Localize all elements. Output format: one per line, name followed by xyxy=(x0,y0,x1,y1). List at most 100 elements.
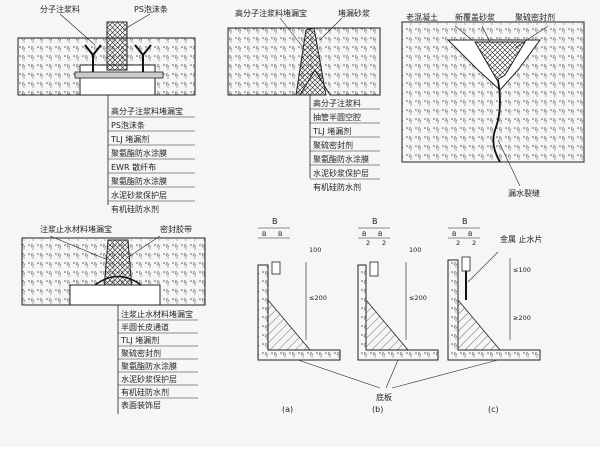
dim-sub: B xyxy=(378,230,382,238)
dim-frac: 2 xyxy=(456,239,460,247)
base-slab-label: 底板 xyxy=(376,392,392,402)
layer-item: 有机硅防水剂 xyxy=(121,387,169,397)
strip-label: PS泡沫条 xyxy=(134,4,168,14)
wall-c xyxy=(447,259,541,361)
section-c: B B B 2 2 金属 止水片 ≤100 ≥200 (c) xyxy=(447,217,543,414)
layer-item: 高分子注浆料堵漏宝 xyxy=(111,106,183,116)
haunch-a xyxy=(267,298,311,351)
dim-200: ≤200 xyxy=(409,294,427,302)
layer-item: 聚氨酯防水涂膜 xyxy=(111,176,167,186)
leader-line xyxy=(59,13,96,46)
grout-nozzle-right xyxy=(134,44,152,72)
layer-item: 高分子注浆料 xyxy=(313,98,361,108)
wall-a xyxy=(257,264,341,361)
layer-item: 聚硫密封剂 xyxy=(313,140,353,150)
leader-line xyxy=(391,359,499,389)
layer-item: PS泡沫条 xyxy=(111,120,145,130)
layer-item: 注浆止水材料堵漏宝 xyxy=(121,309,193,319)
mortar-label: 新覆盖砂浆 xyxy=(455,12,495,22)
grout-wedge xyxy=(295,27,327,96)
leader-line xyxy=(467,251,499,283)
layer-list-2: 高分子注浆料 抽管半圆空腔 TLJ 堵漏剂 聚硫密封剂 聚氨酯防水涂膜 水泥砂浆… xyxy=(310,98,380,192)
layer-item: 聚氨酯防水涂膜 xyxy=(111,148,167,158)
dim-frac: 2 xyxy=(366,239,370,247)
key-c xyxy=(461,256,471,272)
plug-label: 堵漏砂浆 xyxy=(338,8,370,18)
haunch-c xyxy=(457,298,501,351)
concrete-label: 老混凝土 xyxy=(406,12,438,22)
leader-line xyxy=(497,139,521,187)
layer-item: 聚氨酯防水涂膜 xyxy=(121,361,177,371)
sealant-label: 聚硫密封剂 xyxy=(515,12,555,22)
dim-200-ge: ≥200 xyxy=(513,314,531,322)
leader-line xyxy=(481,25,491,43)
base-plate-1 xyxy=(74,71,164,79)
grout-plug-4 xyxy=(103,239,133,291)
layer-item: EWR 散纤布 xyxy=(111,162,156,172)
dim-frac: 2 xyxy=(472,239,476,247)
grout-label: 分子注浆料 xyxy=(40,4,80,14)
dim-200: ≤200 xyxy=(309,294,327,302)
layer-item: 表面装饰层 xyxy=(121,400,161,410)
leader-line xyxy=(122,13,151,31)
caption-a: (a) xyxy=(282,405,293,414)
layer-item: 有机硅防水剂 xyxy=(313,182,361,192)
section-a: B B B 100 ≤200 (a) xyxy=(257,217,341,414)
caption-c: (c) xyxy=(488,405,499,414)
panel-3: 老混凝土 新覆盖砂浆 聚硫密封剂 漏水裂缝 xyxy=(401,12,585,198)
leader-line xyxy=(49,235,109,261)
foam-strip xyxy=(106,21,128,71)
wall-b xyxy=(357,264,439,361)
grout-nozzle-left xyxy=(84,44,102,72)
surface-recess-4 xyxy=(69,284,161,306)
half-round-channel xyxy=(94,275,142,286)
dim-sub: B xyxy=(452,230,456,238)
dim-sub: B xyxy=(362,230,366,238)
layer-item: 聚硫密封剂 xyxy=(121,348,161,358)
caption-b: (b) xyxy=(372,405,383,414)
dim-sub: B xyxy=(468,230,472,238)
layer-item: TLJ 堵漏剂 xyxy=(312,126,351,136)
dim-B: B xyxy=(272,217,278,226)
grout-label: 高分子注浆料堵漏宝 xyxy=(235,8,307,18)
panel-2: 高分子注浆料堵漏宝 堵漏砂浆 高分子注浆料 抽管半圆空腔 TLJ 堵漏剂 聚硫密… xyxy=(227,8,381,192)
layer-item: 半圆长皮通道 xyxy=(121,322,169,332)
leader-line xyxy=(514,25,549,49)
panel-1: 分子注浆料 PS泡沫条 高分子注浆料堵漏宝 PS泡沫条 TLJ 堵漏剂 聚氨酯防… xyxy=(17,4,196,214)
section-b: B B B 2 2 100 ≤200 (b) xyxy=(357,217,439,414)
leader-line xyxy=(279,17,306,51)
layer-list-1: 高分子注浆料堵漏宝 PS泡沫条 TLJ 堵漏剂 聚氨酯防水涂膜 EWR 散纤布 … xyxy=(108,106,195,214)
crack-line xyxy=(492,79,501,163)
layer-item: 水泥砂浆保护层 xyxy=(313,168,369,178)
leader-line xyxy=(297,359,381,389)
layer-item: 水泥砂浆保护层 xyxy=(121,374,177,384)
sealant-label: 密封胶带 xyxy=(160,224,192,234)
leader-line xyxy=(129,235,161,257)
layer-item: TLJ 堵漏剂 xyxy=(110,134,149,144)
polysulfide-sealant xyxy=(474,41,526,81)
leader-line xyxy=(319,17,343,41)
layer-item: 水泥砂浆保护层 xyxy=(111,190,167,200)
dim-100: 100 xyxy=(409,246,421,254)
dim-sub: B xyxy=(278,230,282,238)
dim-B: B xyxy=(462,217,468,226)
dim-B: B xyxy=(372,217,378,226)
panel-4: 注浆止水材料堵漏宝 密封胶带 注浆止水材料堵漏宝 半圆长皮通道 TLJ 堵漏剂 … xyxy=(21,224,206,414)
leader-line xyxy=(385,359,399,389)
dim-sub: B xyxy=(262,230,266,238)
layer-list-4: 注浆止水材料堵漏宝 半圆长皮通道 TLJ 堵漏剂 聚硫密封剂 聚氨酯防水涂膜 水… xyxy=(118,309,198,410)
layer-item: 抽管半圆空腔 xyxy=(313,112,361,122)
metal-label: 金属 止水片 xyxy=(500,234,543,244)
dim-100: 100 xyxy=(309,246,321,254)
haunch-b xyxy=(365,298,409,351)
dim-frac: 2 xyxy=(382,239,386,247)
dim-100-le: ≤100 xyxy=(513,266,531,274)
key-a xyxy=(271,261,281,275)
crack-label: 漏水裂缝 xyxy=(508,188,540,198)
layer-item: 聚氨酯防水涂膜 xyxy=(313,154,369,164)
key-b xyxy=(369,261,379,277)
layer-item: 有机硅防水剂 xyxy=(111,204,159,214)
leader-line xyxy=(454,25,473,41)
